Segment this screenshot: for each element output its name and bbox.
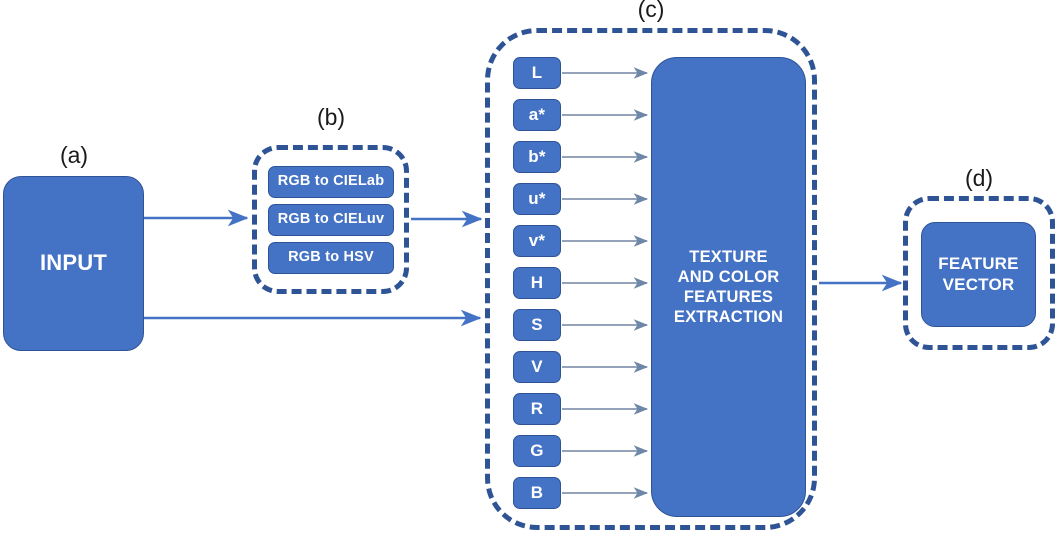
group-label-b: (b) xyxy=(316,104,346,130)
extraction-line-3: FEATURES xyxy=(683,288,774,306)
extraction-line-1: TEXTURE xyxy=(689,247,768,266)
conversion-group xyxy=(252,145,409,294)
feature-vector-line-1: FEATURE xyxy=(938,253,1019,273)
feature-vector-line-2: VECTOR xyxy=(942,274,1015,294)
group-label-c: (c) xyxy=(637,0,665,22)
channel-box-r[interactable]: R xyxy=(513,393,561,425)
channel-box-b-star[interactable]: b* xyxy=(513,141,561,173)
channel-box-l[interactable]: L xyxy=(513,57,561,89)
conversion-box-hsv[interactable]: RGB to HSV xyxy=(268,242,394,274)
channel-box-v-star[interactable]: v* xyxy=(513,225,561,257)
channel-box-h[interactable]: H xyxy=(513,267,561,299)
channel-box-v[interactable]: V xyxy=(513,351,561,383)
input-box[interactable]: INPUT xyxy=(3,176,144,351)
conversion-box-cielab[interactable]: RGB to CIELab xyxy=(268,166,394,198)
extraction-line-2: AND COLOR xyxy=(677,267,780,286)
channel-box-a-star[interactable]: a* xyxy=(513,99,561,131)
channel-box-s[interactable]: S xyxy=(513,309,561,341)
channel-box-u-star[interactable]: u* xyxy=(513,183,561,215)
output-group xyxy=(903,196,1055,350)
group-label-d: (d) xyxy=(964,165,994,191)
group-label-a: (a) xyxy=(59,142,89,168)
extraction-group xyxy=(485,28,817,530)
conversion-box-cieluv[interactable]: RGB to CIELuv xyxy=(268,204,394,236)
feature-vector-box[interactable]: FEATURE VECTOR xyxy=(921,222,1036,327)
channel-box-g[interactable]: G xyxy=(513,435,561,467)
feature-extraction-box[interactable]: TEXTURE AND COLOR FEATURES EXTRACTION xyxy=(651,57,806,517)
extraction-line-4: EXTRACTION xyxy=(673,308,784,327)
channel-box-b[interactable]: B xyxy=(513,477,561,509)
